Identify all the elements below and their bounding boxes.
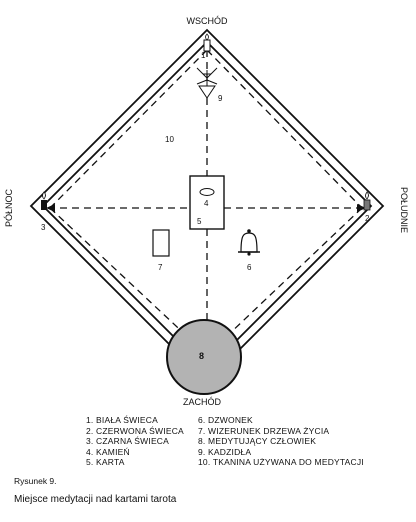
marker-4: 4 [204,199,209,208]
altar-box [189,175,225,230]
arrowhead-west [46,204,55,212]
marker-10: 10 [165,135,174,144]
legend-item: 8. MEDYTUJĄCY CZŁOWIEK [198,436,317,447]
arrowhead-east [357,204,366,212]
legend-item: 1. BIAŁA ŚWIECA [86,415,158,425]
marker-2: 2 [365,214,370,223]
legend-item: 5. KARTA [86,457,125,468]
figure-caption: Miejsce medytacji nad kartami tarota [14,494,177,505]
marker-5: 5 [197,217,202,226]
marker-3: 3 [41,223,46,232]
candle-white-icon [203,33,211,52]
candle-red-icon [363,191,371,211]
marker-7: 7 [158,263,163,272]
marker-1: 1 [201,51,206,60]
candle-black-icon [41,191,47,210]
legend-right-column: 6. DZWONEK 7. WIZERUNEK DRZEWA ŻYCIA 8. … [198,415,364,468]
meditating-person-circle [166,319,242,395]
legend-item: 9. KADZIDŁA [198,446,252,457]
stone-icon [199,188,215,196]
direction-south: POŁUDNIE [399,187,409,233]
direction-west: ZACHÓD [183,397,222,407]
bell-icon [238,229,260,256]
legend-item: 7. WIZERUNEK DRZEWA ŻYCIA [198,425,330,436]
marker-8: 8 [199,351,204,361]
marker-6: 6 [247,263,252,272]
dashed-guides [48,49,363,356]
legend-item: 10. TKANINA UŻYWANA DO MEDYTACJI [198,457,364,468]
direction-east: WSCHÓD [187,16,228,26]
tree-of-life-image [152,229,170,257]
legend-left-column: 1. BIAŁA ŚWIECA 2. CZERWONA ŚWIECA 3. CZ… [86,415,184,468]
legend-item: 6. DZWONEK [198,415,253,425]
figure-label: Rysunek 9. [14,476,57,486]
direction-north: PÓŁNOC [4,188,14,227]
legend-item: 3. CZARNA ŚWIECA [86,436,170,447]
marker-9: 9 [218,94,223,103]
incense-icon [196,67,218,99]
legend-item: 4. KAMIEŃ [86,446,130,457]
legend-item: 2. CZERWONA ŚWIECA [86,425,184,436]
